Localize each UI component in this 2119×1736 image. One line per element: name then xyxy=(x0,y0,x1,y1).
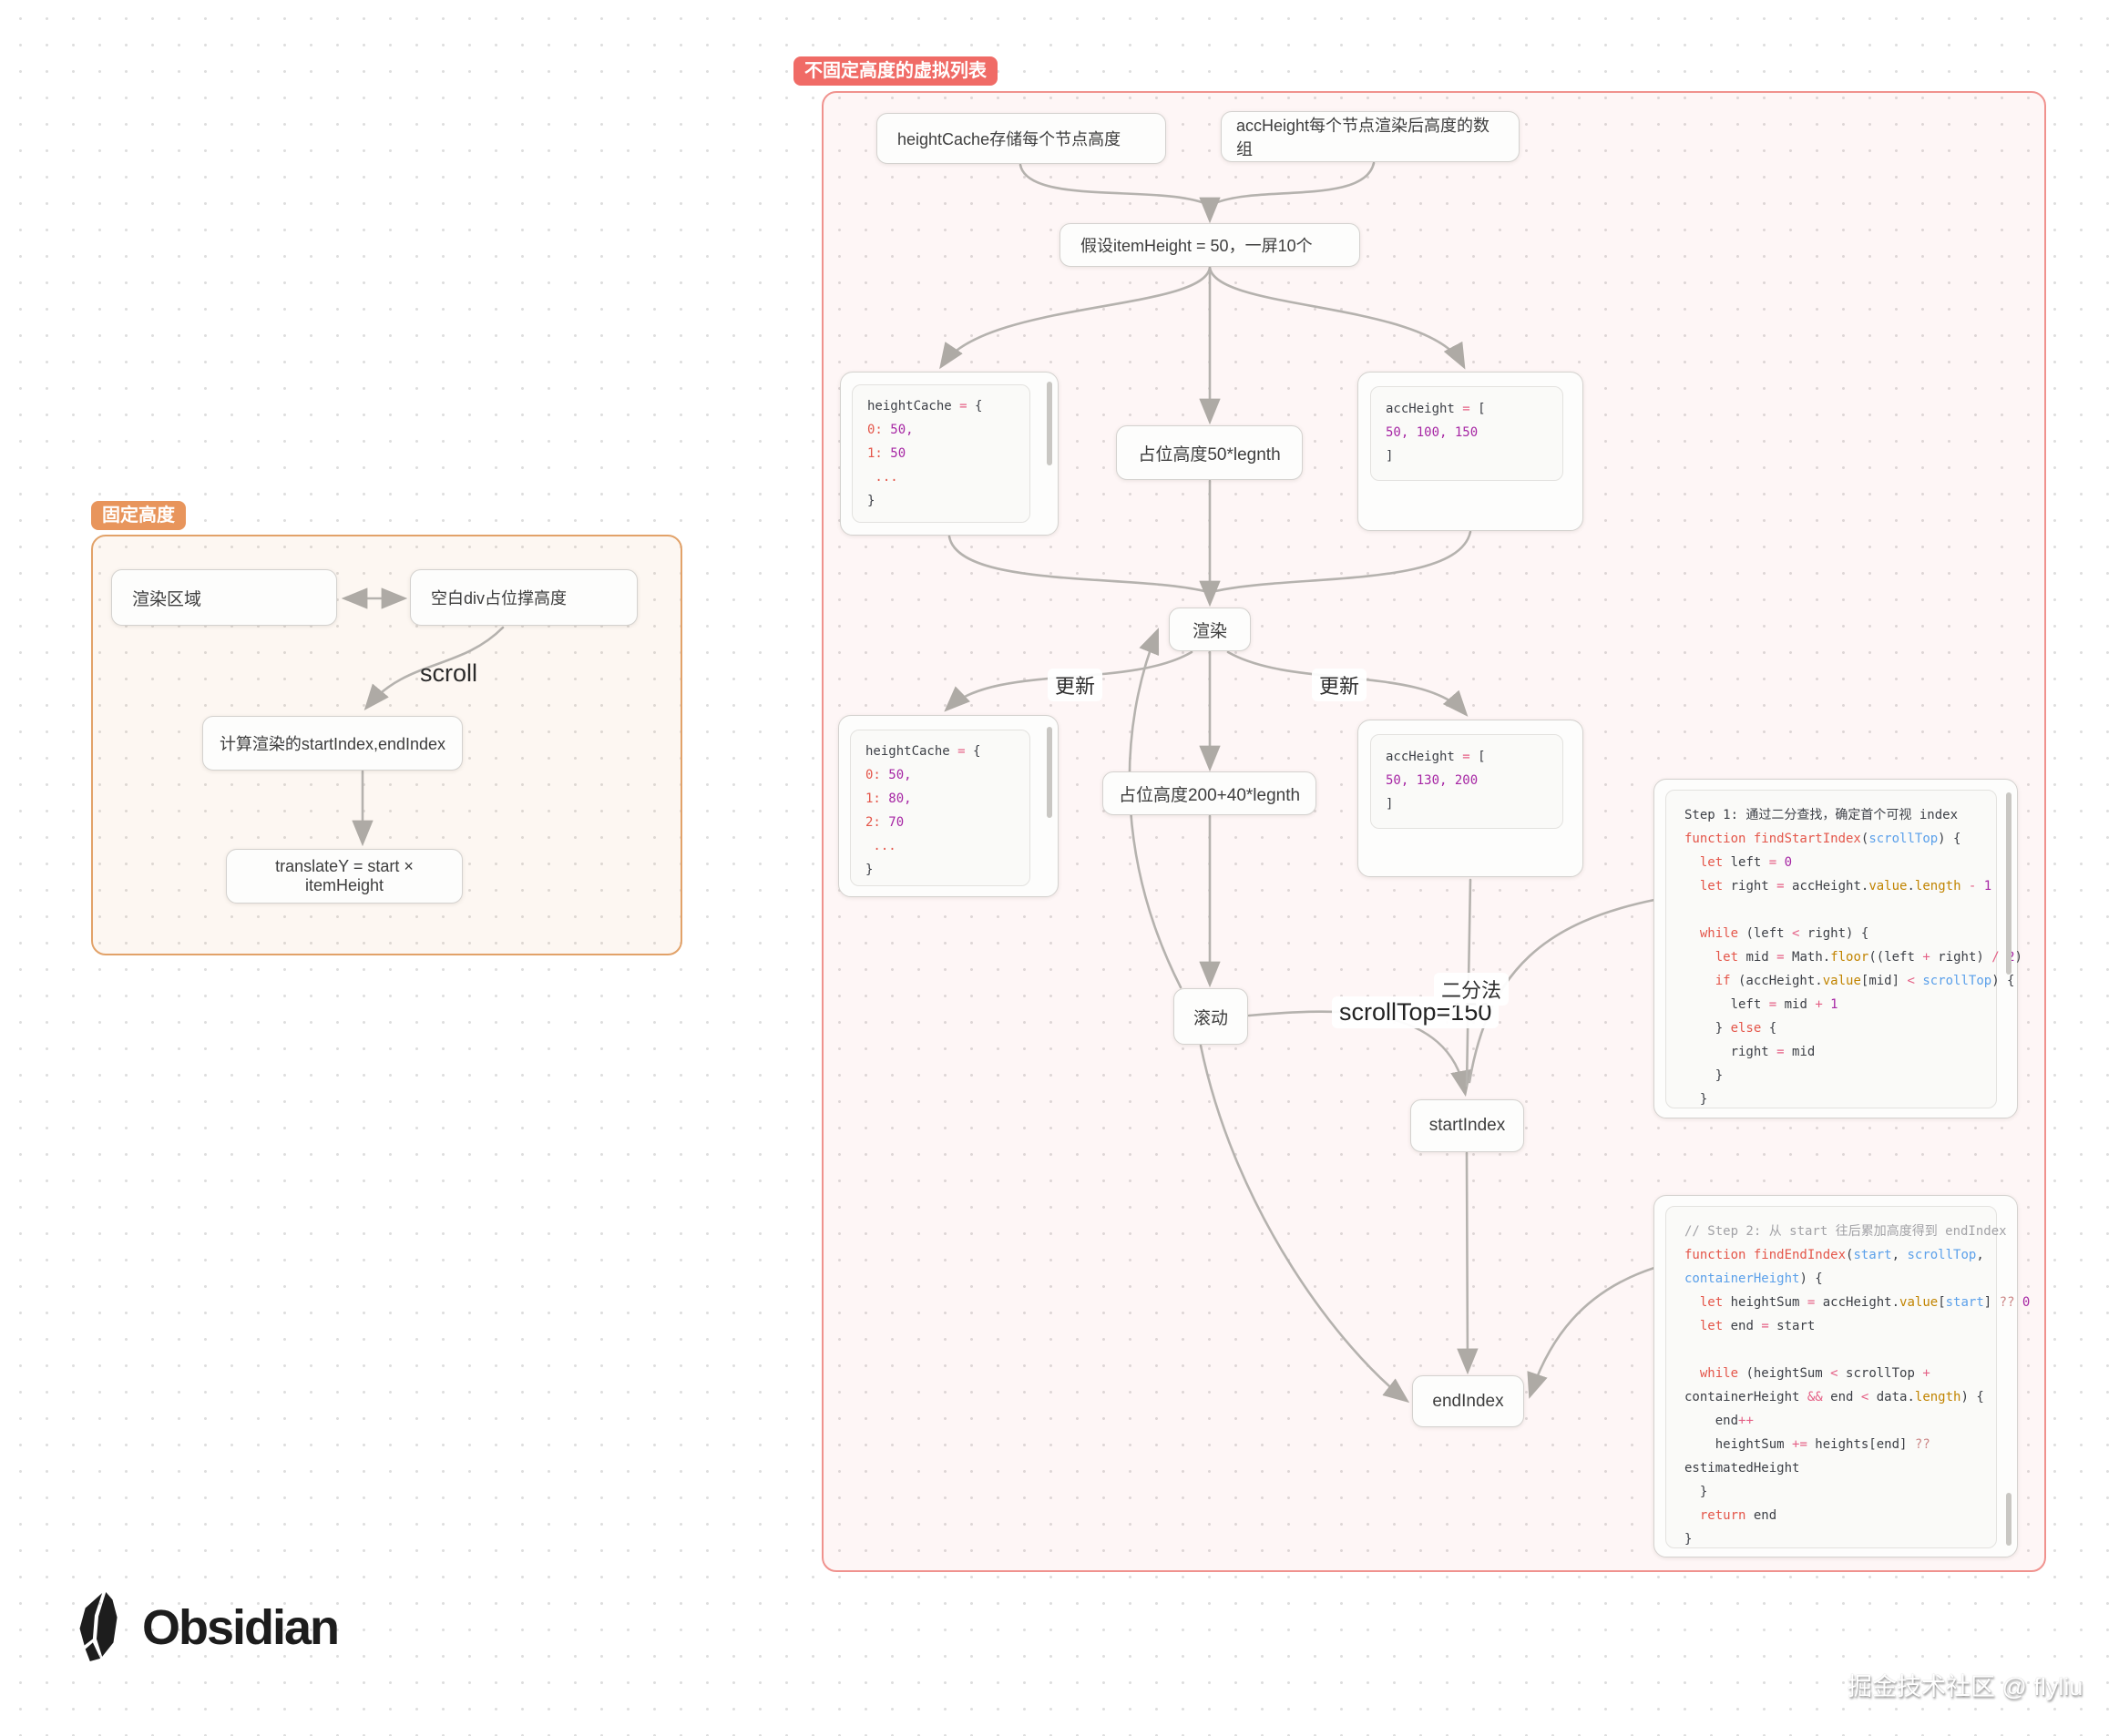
node-blank-div-label: 空白div占位撑高度 xyxy=(431,589,568,608)
edge-label-update-right: 更新 xyxy=(1312,669,1367,701)
scrollbar-step1[interactable] xyxy=(2006,792,2012,975)
node-translate-y-label: translateY = start × itemHeight xyxy=(275,857,414,894)
node-heightcache-desc-label: heightCache存储每个节点高度 xyxy=(897,130,1121,148)
node-accheight-initial[interactable]: accHeight = [50, 100, 150] xyxy=(1357,372,1583,531)
edge-scroll xyxy=(363,626,505,711)
node-assumption-label: 假设itemHeight = 50，一屏10个 xyxy=(1080,237,1313,255)
obsidian-wordmark: Obsidian xyxy=(142,1600,340,1655)
obsidian-brand: Obsidian xyxy=(71,1592,340,1663)
edge-assume-acc1 xyxy=(1208,266,1466,370)
node-heightcache-initial[interactable]: heightCache = {0: 50,1: 50 ...} xyxy=(840,372,1059,536)
group-label-dynamic-height[interactable]: 不固定高度的虚拟列表 xyxy=(793,56,998,86)
node-end-index[interactable]: endIndex xyxy=(1412,1375,1524,1427)
node-blank-div[interactable]: 空白div占位撑高度 xyxy=(410,569,638,626)
edge-label-binary-search: 二分法 xyxy=(1434,973,1510,1006)
node-placeholder-50-label: 占位高度50*legnth xyxy=(1138,444,1281,465)
watermark: 掘金技术社区 @ flyliu xyxy=(1848,1673,2083,1700)
edge-step2-endindex xyxy=(1527,1266,1656,1399)
node-accheight-desc[interactable]: accHeight每个节点渲染后高度的数组 xyxy=(1221,111,1520,162)
node-heightcache-updated[interactable]: heightCache = {0: 50,1: 80,2: 70 ...} xyxy=(838,715,1059,897)
node-accheight-updated[interactable]: accHeight = [50, 130, 200] xyxy=(1357,720,1583,877)
code-card-accheight-updated: accHeight = [50, 130, 200] xyxy=(1370,734,1563,829)
node-placeholder-50[interactable]: 占位高度50*legnth xyxy=(1116,425,1303,480)
edge-step1-startindex xyxy=(1468,898,1656,1084)
edge-assume-hc1 xyxy=(939,266,1212,370)
code-card-accheight-initial: accHeight = [50, 100, 150] xyxy=(1370,386,1563,481)
edge-startindex-endindex xyxy=(1457,1151,1479,1375)
node-placeholder-200-label: 占位高度200+40*legnth xyxy=(1118,785,1301,805)
node-assumption[interactable]: 假设itemHeight = 50，一屏10个 xyxy=(1060,223,1360,267)
obsidian-logo-icon xyxy=(79,1592,118,1661)
edge-accdesc-merge xyxy=(1213,161,1376,205)
node-render-area[interactable]: 渲染区域 xyxy=(111,569,337,626)
scrollbar-heightcache-updated[interactable] xyxy=(1047,727,1052,818)
node-calc-index[interactable]: 计算渲染的startIndex,endIndex xyxy=(202,716,463,771)
node-calc-index-label: 计算渲染的startIndex,endIndex xyxy=(219,735,446,753)
node-placeholder-200[interactable]: 占位高度200+40*legnth xyxy=(1102,771,1316,815)
node-start-index[interactable]: startIndex xyxy=(1410,1099,1524,1152)
group-label-fixed-height[interactable]: 固定高度 xyxy=(91,501,186,530)
edge-scroll-endindex xyxy=(1199,1044,1410,1404)
edge-hcdesc-merge xyxy=(1019,163,1206,205)
node-translate-y[interactable]: translateY = start × itemHeight xyxy=(226,849,463,904)
node-end-index-label: endIndex xyxy=(1432,1391,1504,1411)
scrollbar-heightcache-initial[interactable] xyxy=(1047,382,1052,465)
node-scroll-label: 滚动 xyxy=(1193,1008,1228,1028)
edge-label-scrolltop: scrollTop=150 xyxy=(1332,996,1500,1028)
node-start-index-label: startIndex xyxy=(1428,1116,1506,1135)
node-accheight-desc-label: accHeight每个节点渲染后高度的数组 xyxy=(1236,117,1490,158)
edge-hc1-render xyxy=(947,535,1206,593)
edge-label-scroll: scroll xyxy=(420,659,478,687)
edge-acc1-render xyxy=(1213,530,1472,593)
node-render-label: 渲染 xyxy=(1192,621,1227,641)
code-card-heightcache-updated: heightCache = {0: 50,1: 80,2: 70 ...} xyxy=(850,730,1030,886)
node-heightcache-desc[interactable]: heightCache存储每个节点高度 xyxy=(876,113,1166,164)
node-render-area-label: 渲染区域 xyxy=(132,589,202,609)
scrollbar-step2[interactable] xyxy=(2006,1493,2012,1546)
node-render[interactable]: 渲染 xyxy=(1169,608,1251,651)
node-scroll[interactable]: 滚动 xyxy=(1173,988,1248,1045)
edge-label-update-left: 更新 xyxy=(1048,669,1103,701)
code-card-heightcache-initial: heightCache = {0: 50,1: 50 ...} xyxy=(852,384,1030,523)
